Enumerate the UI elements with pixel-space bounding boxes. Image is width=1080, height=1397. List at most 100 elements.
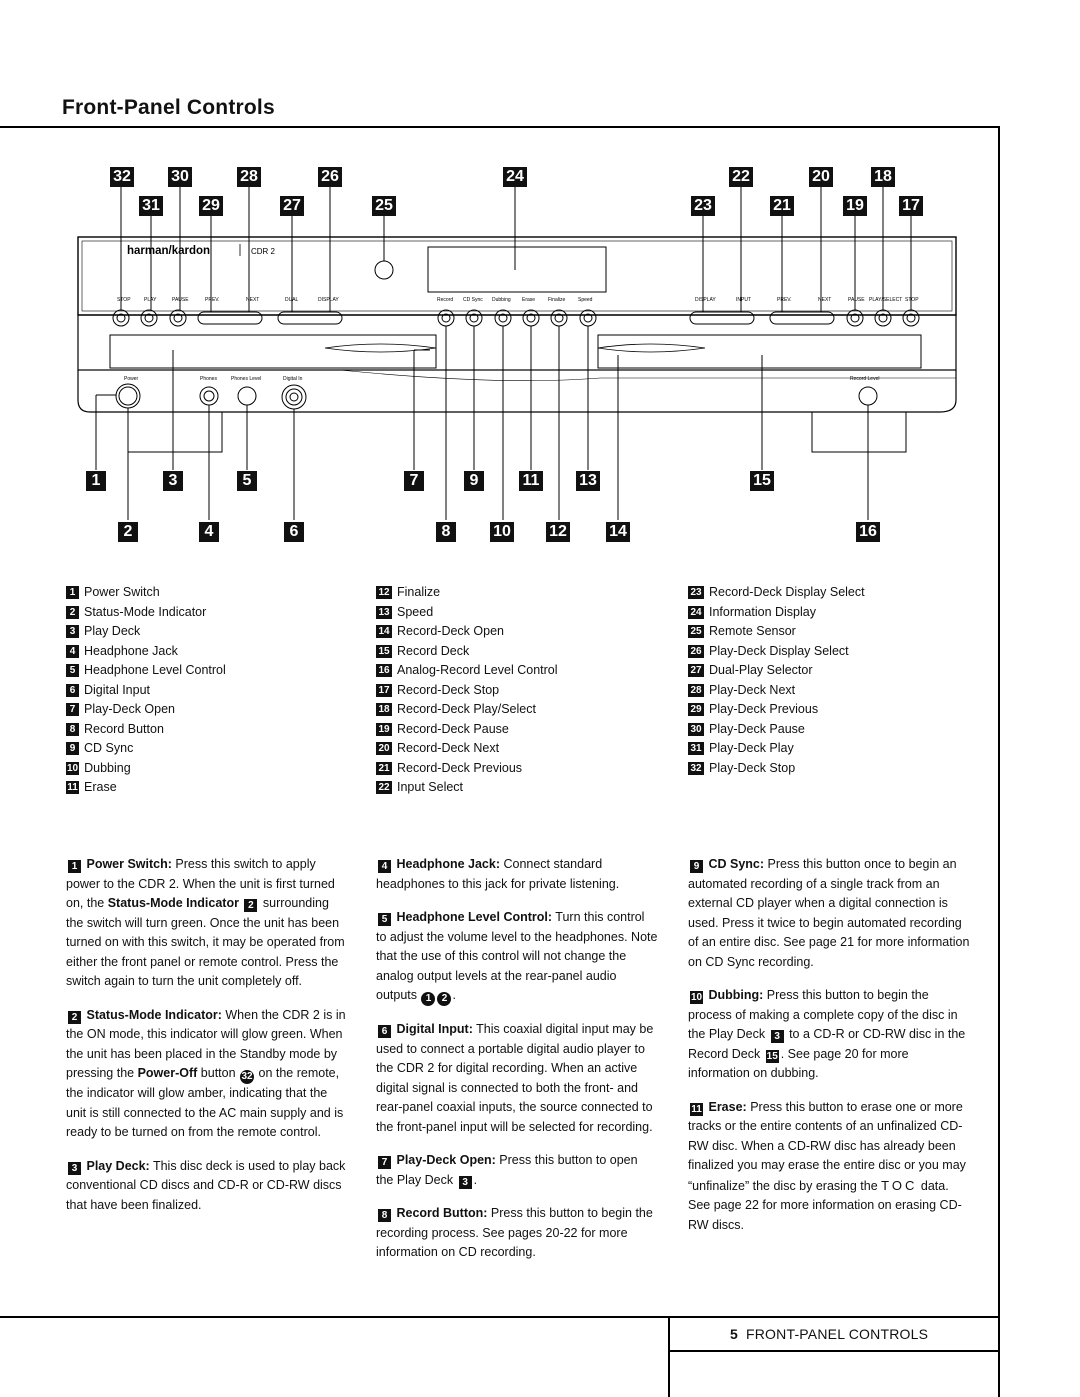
- callout-10: 10: [490, 522, 514, 542]
- footer-rule-bottom: [668, 1350, 1000, 1352]
- btn-label: Finalize: [548, 297, 565, 303]
- power-label: Power: [124, 376, 139, 382]
- callout-21: 21: [770, 196, 794, 216]
- footer-label: 5 FRONT-PANEL CONTROLS: [730, 1326, 928, 1342]
- btn-label: Erase: [522, 297, 535, 303]
- footer-section: FRONT-PANEL CONTROLS: [746, 1326, 929, 1342]
- callout-26: 26: [318, 167, 342, 187]
- front-panel-diagram: harman/kardon CDR 2 STOP PLAY PAUSE PREV…: [77, 186, 957, 520]
- phones-label: Phones: [200, 376, 217, 382]
- callout-31: 31: [139, 196, 163, 216]
- para-play-deck-open: 7 Play-Deck Open: Press this button to o…: [376, 1153, 638, 1189]
- para-cd-sync: 9 CD Sync: Press this button once to beg…: [688, 857, 970, 969]
- callout-3: 3: [163, 471, 183, 491]
- para-play-deck: 3 Play Deck: This disc deck is used to p…: [66, 1158, 346, 1212]
- para-erase: 11 Erase: Press this button to erase one…: [688, 1099, 966, 1232]
- callout-20: 20: [809, 167, 833, 187]
- para-headphone-jack: 4 Headphone Jack: Connect standard headp…: [376, 857, 620, 891]
- callout-16: 16: [856, 522, 880, 542]
- brand-logo: harman/kardon: [127, 245, 210, 257]
- btn-label: PAUSE: [172, 297, 189, 303]
- btn-label: PREV.: [777, 297, 792, 303]
- footer-rule-left: [668, 1316, 670, 1397]
- bottom-rule: [0, 1316, 1000, 1318]
- page-title: Front-Panel Controls: [62, 96, 275, 119]
- text-column-3: 9 CD Sync: Press this button once to beg…: [688, 855, 970, 1249]
- phones-level-label: Phones Level: [231, 376, 261, 382]
- btn-label: NEXT: [246, 297, 259, 303]
- btn-label: DISPLAY: [318, 297, 339, 303]
- callout-27: 27: [280, 196, 304, 216]
- callout-15: 15: [750, 471, 774, 491]
- model-label: CDR 2: [251, 247, 276, 256]
- callout-9: 9: [464, 471, 484, 491]
- btn-label: PLAY/SELECT: [869, 297, 902, 303]
- btn-label: PREV.: [205, 297, 220, 303]
- digital-in-label: Digital In: [283, 376, 303, 382]
- para-digital-input: 6 Digital Input: This coaxial digital in…: [376, 1022, 654, 1134]
- callout-23: 23: [691, 196, 715, 216]
- callout-17: 17: [899, 196, 923, 216]
- para-status-mode: 2 Status-Mode Indicator: When the CDR 2 …: [66, 1007, 346, 1140]
- text-column-2: 4 Headphone Jack: Connect standard headp…: [376, 855, 658, 1277]
- callout-8: 8: [436, 522, 456, 542]
- top-rule: [0, 126, 1000, 128]
- record-level-label: Record Level: [850, 376, 879, 382]
- callout-14: 14: [606, 522, 630, 542]
- callout-4: 4: [199, 522, 219, 542]
- btn-label: STOP: [905, 297, 919, 303]
- callout-19: 19: [843, 196, 867, 216]
- btn-label: Dubbing: [492, 297, 511, 303]
- para-power-switch: 1 Power Switch: Press this switch to app…: [66, 857, 345, 988]
- para-dubbing: 10 Dubbing: Press this button to begin t…: [688, 988, 966, 1080]
- callout-28: 28: [237, 167, 261, 187]
- btn-label: CD Sync: [463, 297, 483, 303]
- callout-24: 24: [503, 167, 527, 187]
- btn-label: STOP: [117, 297, 131, 303]
- callout-5: 5: [237, 471, 257, 491]
- callout-25: 25: [372, 196, 396, 216]
- para-record-button: 8 Record Button: Press this button to be…: [376, 1206, 653, 1259]
- btn-label: PAUSE: [848, 297, 865, 303]
- btn-label: NEXT: [818, 297, 831, 303]
- callout-7: 7: [404, 471, 424, 491]
- callout-2: 2: [118, 522, 138, 542]
- text-column-1: 1 Power Switch: Press this switch to app…: [66, 855, 346, 1229]
- callout-18: 18: [871, 167, 895, 187]
- right-rule: [998, 126, 1000, 1397]
- callout-12: 12: [546, 522, 570, 542]
- page-number: 5: [730, 1326, 738, 1342]
- callout-32: 32: [110, 167, 134, 187]
- para-headphone-level: 5 Headphone Level Control: Turn this con…: [376, 910, 658, 1006]
